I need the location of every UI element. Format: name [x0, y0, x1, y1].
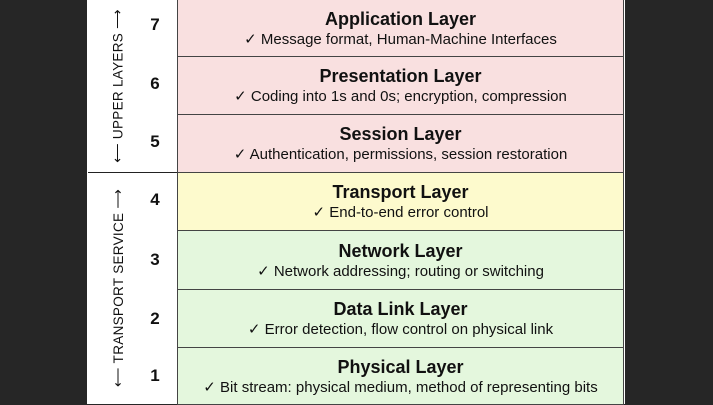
layer-description: ✓ Network addressing; routing or switchi…	[178, 262, 623, 281]
layer-description: ✓ Message format, Human-Machine Interfac…	[178, 30, 623, 49]
layer-description: ✓ Error detection, flow control on physi…	[178, 320, 623, 339]
layer-number-1: 1	[150, 366, 160, 385]
layer-description: ✓ Bit stream: physical medium, method of…	[178, 378, 623, 397]
layer-description: ✓ End-to-end error control	[178, 203, 623, 222]
layer-description-text: Authentication, permissions, session res…	[249, 146, 568, 163]
layer-title: Data Link Layer	[333, 299, 468, 319]
upper-layers-text: UPPER LAYERS	[110, 32, 126, 140]
layer-box-physical: Physical Layer ✓ Bit stream: physical me…	[177, 347, 624, 405]
check-icon: ✓	[247, 321, 261, 338]
layer-box-application: Application Layer ✓ Message format, Huma…	[177, 0, 624, 57]
layer-number-7: 7	[150, 15, 160, 34]
layer-box-data-link: Data Link Layer ✓ Error detection, flow …	[177, 289, 624, 348]
layer-title: Transport Layer	[332, 182, 469, 202]
check-icon: ✓	[234, 88, 247, 105]
arrow-left-icon: ⟵	[110, 143, 126, 163]
arrow-right-icon: ⟶	[110, 189, 126, 209]
layer-number-3: 3	[150, 250, 160, 269]
check-icon: ✓	[312, 204, 326, 221]
layer-number-2: 2	[150, 309, 160, 328]
transport-service-text: TRANSPORT SERVICE	[110, 212, 126, 364]
layer-title: Network Layer	[338, 240, 463, 261]
layer-title: Session Layer	[339, 124, 462, 144]
layer-description-text: Message format, Human-Machine Interfaces	[260, 30, 557, 48]
layer-description-text: Network addressing; routing or switching	[273, 262, 544, 280]
layer-number-4: 4	[150, 190, 160, 209]
layer-title: Application Layer	[324, 8, 477, 29]
check-icon: ✓	[257, 262, 270, 280]
layer-description-text: Error detection, flow control on physica…	[264, 321, 554, 338]
group-divider	[88, 172, 178, 173]
check-icon: ✓	[203, 378, 216, 396]
layer-box-session: Session Layer ✓ Authentication, permissi…	[177, 114, 624, 173]
layer-description: ✓ Authentication, permissions, session r…	[178, 145, 623, 164]
layer-number-6: 6	[150, 74, 160, 93]
layer-description-text: End-to-end error control	[329, 204, 489, 221]
layer-description: ✓ Coding into 1s and 0s; encryption, com…	[178, 87, 623, 106]
layer-box-network: Network Layer ✓ Network addressing; rout…	[177, 230, 624, 290]
layer-box-presentation: Presentation Layer ✓ Coding into 1s and …	[177, 56, 624, 115]
layer-number-5: 5	[150, 132, 160, 151]
layer-title: Presentation Layer	[319, 66, 482, 86]
check-icon: ✓	[244, 30, 257, 48]
layer-title: Physical Layer	[337, 356, 464, 377]
layer-description-text: Bit stream: physical medium, method of r…	[220, 378, 598, 396]
arrow-left-icon: ⟵	[110, 367, 126, 387]
layer-description-text: Coding into 1s and 0s; encryption, compr…	[250, 88, 567, 105]
check-icon: ✓	[233, 146, 247, 163]
layer-box-transport: Transport Layer ✓ End-to-end error contr…	[177, 172, 624, 231]
arrow-right-icon: ⟶	[110, 9, 126, 29]
